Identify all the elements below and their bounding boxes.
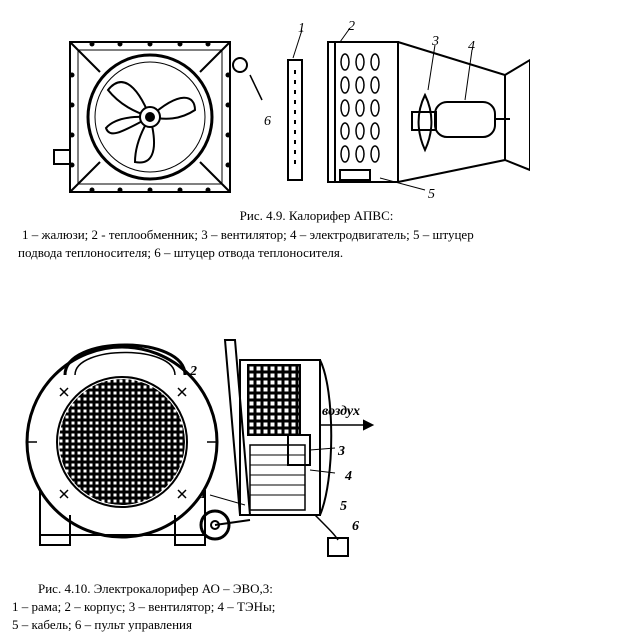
callout-5: 5 — [428, 187, 435, 200]
callout-6: 6 — [352, 519, 359, 534]
wheel — [199, 509, 231, 541]
figure1-caption-line1: 1 – жалюзи; 2 - теплообменник; 3 – венти… — [22, 227, 474, 242]
figure2-caption-title: Рис. 4.10. Электрокалорифер АО – ЭВО,3: — [38, 581, 273, 596]
fan-motor — [287, 434, 311, 466]
callout-5: 5 — [340, 499, 347, 514]
fan-ring — [86, 53, 214, 181]
figure1-caption-title: Рис. 4.9. Калорифер АПВС: — [239, 208, 394, 223]
callout-3: 3 — [337, 444, 345, 459]
fan-blade — [417, 92, 433, 153]
intake-grille — [59, 379, 185, 505]
callout-2: 2 — [348, 20, 355, 34]
side-housing — [239, 359, 321, 516]
callout-6: 6 — [264, 114, 271, 129]
callout-1: 1 — [200, 487, 207, 502]
callout-3: 3 — [431, 34, 439, 49]
louvres-panel — [287, 59, 303, 181]
callout-2: 2 — [189, 364, 197, 379]
heat-exchanger — [327, 41, 399, 183]
callout-1: 1 — [298, 21, 305, 36]
callout-4: 4 — [468, 39, 475, 54]
control-panel — [327, 537, 349, 557]
inlet-nozzle — [339, 169, 371, 181]
electric-motor — [434, 101, 496, 138]
heating-elements — [249, 444, 306, 511]
diffuser-housing — [397, 41, 506, 183]
outlet-nozzle — [232, 57, 248, 73]
figure2-caption-line2: 5 – кабель; 6 – пульт управления — [12, 617, 192, 632]
figure-apvs-drawing: 1 2 3 4 5 6 — [53, 20, 530, 200]
callout-4: 4 — [344, 469, 352, 484]
figure2-caption-line1: 1 – рама; 2 – корпус; 3 – вентилятор; 4 … — [12, 599, 276, 614]
figure1-caption-line2: подвода теплоносителя; 6 – штуцер отвода… — [18, 245, 344, 260]
side-frame — [223, 339, 252, 516]
figure-evo-drawing: 2 1 3 4 5 6 воздух — [25, 339, 375, 557]
cable — [314, 514, 339, 541]
air-label: воздух — [322, 404, 360, 419]
